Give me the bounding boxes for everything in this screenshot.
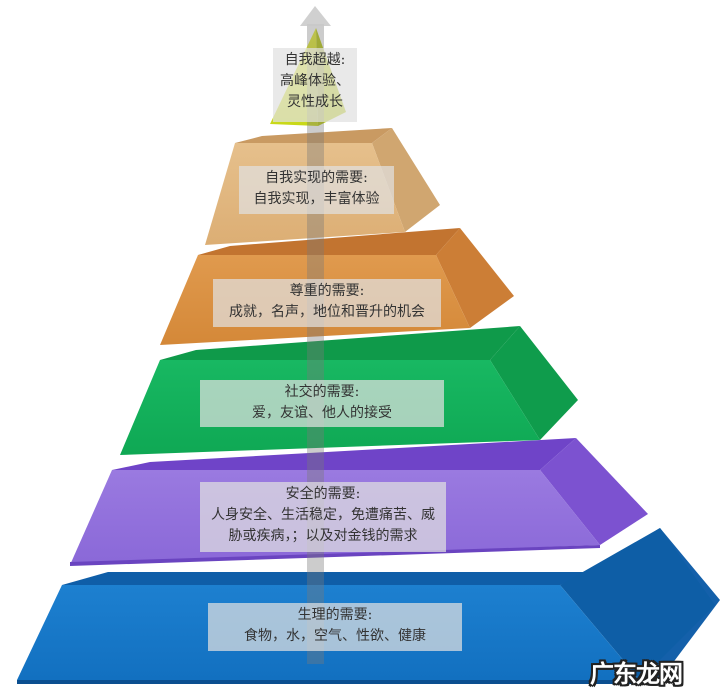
watermark: 广东龙网 xyxy=(590,660,683,688)
label-line: 人身安全、生活稳定，免遭痛苦、威 xyxy=(211,507,435,523)
label-line: 社交的需要: xyxy=(284,384,360,400)
label-line: 自我实现的需要: xyxy=(265,170,368,186)
label-safety: 安全的需要: 人身安全、生活稳定，免遭痛苦、威 胁或疾病，；以及对金钱的需求 xyxy=(200,482,446,552)
label-line: 安全的需要: xyxy=(285,486,361,502)
label-line: 爱，友谊、他人的接受 xyxy=(252,405,392,421)
label-line: 成就，名声，地位和晋升的机会 xyxy=(229,304,425,320)
label-esteem: 尊重的需要: 成就，名声，地位和晋升的机会 xyxy=(213,279,441,327)
label-self-actualization: 自我实现的需要: 自我实现，丰富体验 xyxy=(239,166,394,214)
label-self-transcendence: 自我超越: 高峰体验、 灵性成长 xyxy=(273,48,357,122)
label-social: 社交的需要: 爱，友谊、他人的接受 xyxy=(200,380,444,427)
label-line: 高峰体验、 xyxy=(280,73,350,89)
label-line: 胁或疾病，；以及对金钱的需求 xyxy=(228,528,418,544)
label-line: 自我实现，丰富体验 xyxy=(253,191,380,207)
label-line: 灵性成长 xyxy=(287,94,343,110)
label-line: 食物，水，空气、性欲、健康 xyxy=(244,628,426,644)
label-line: 尊重的需要: xyxy=(289,283,365,299)
label-physiological: 生理的需要: 食物，水，空气、性欲、健康 xyxy=(208,603,462,651)
label-line: 自我超越: xyxy=(284,52,346,68)
label-line: 生理的需要: xyxy=(297,607,373,623)
